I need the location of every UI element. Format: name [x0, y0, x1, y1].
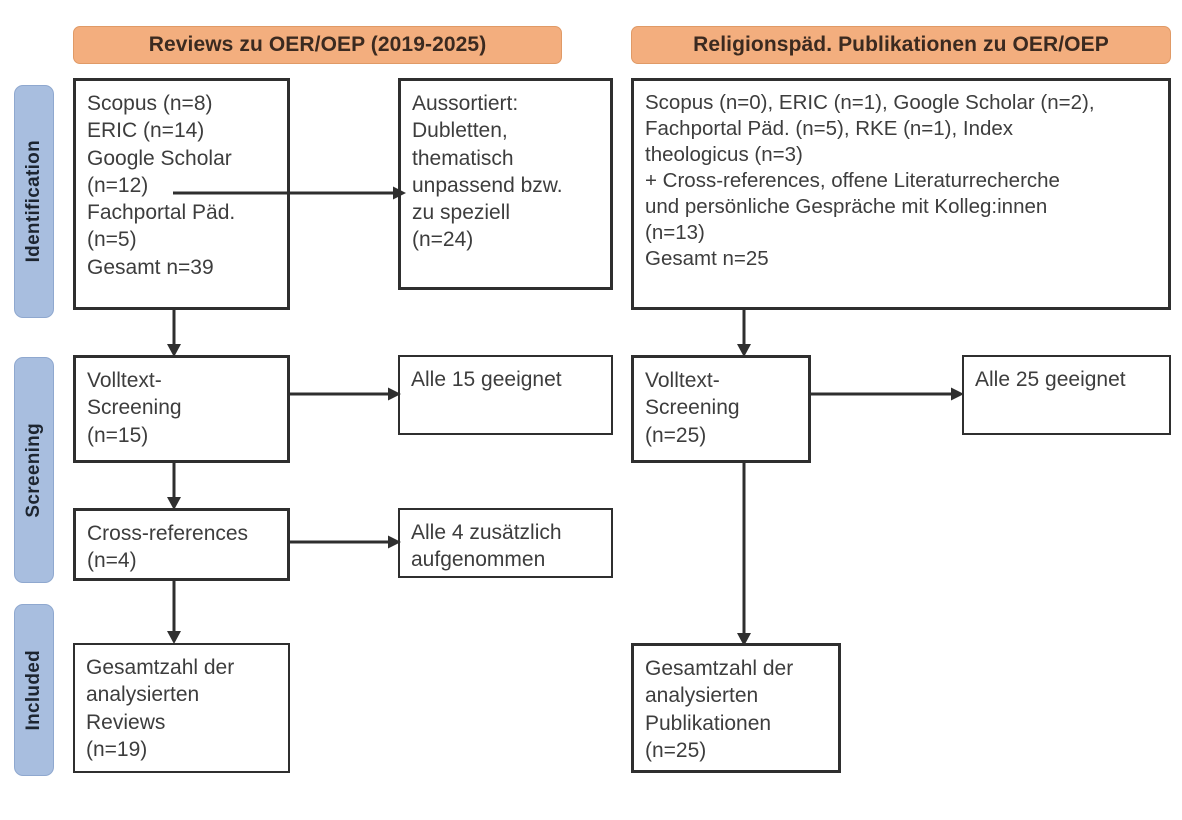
column-header-religionspaed-publikationen: Religionspäd. Publikationen zu OER/OEP — [631, 26, 1171, 64]
phase-label-screening: Screening — [14, 357, 54, 583]
box-left-included-total: Gesamtzahl der analysierten Reviews (n=1… — [73, 643, 290, 773]
box-left-eligible-outcome: Alle 15 geeignet — [398, 355, 613, 435]
arrow-right-screening-to-included — [733, 461, 755, 647]
box-left-cross-references: Cross-references (n=4) — [73, 508, 290, 581]
column-header-reviews: Reviews zu OER/OEP (2019-2025) — [73, 26, 562, 64]
phase-label-included: Included — [14, 604, 54, 776]
arrow-left-identification-to-screening — [163, 308, 185, 358]
phase-label-included-text: Included — [23, 649, 44, 731]
arrow-left-cross-references-to-included — [163, 579, 185, 645]
arrow-left-identification-to-excluded — [173, 186, 407, 200]
arrow-right-screening-to-eligible — [809, 387, 965, 401]
box-right-eligible-outcome: Alle 25 geeignet — [962, 355, 1171, 435]
box-right-fulltext-screening: Volltext- Screening (n=25) — [631, 355, 811, 463]
arrow-left-cross-references-to-outcome — [288, 535, 402, 549]
box-left-fulltext-screening: Volltext- Screening (n=15) — [73, 355, 290, 463]
phase-label-screening-text: Screening — [23, 422, 44, 518]
phase-label-identification-text: Identification — [23, 140, 44, 263]
phase-label-identification: Identification — [14, 85, 54, 318]
arrow-right-identification-to-screening — [733, 308, 755, 358]
arrow-left-screening-to-eligible — [288, 387, 402, 401]
box-right-identification-sources: Scopus (n=0), ERIC (n=1), Google Scholar… — [631, 78, 1171, 310]
box-right-included-total: Gesamtzahl der analysierten Publikatione… — [631, 643, 841, 773]
arrow-left-screening-to-cross-references — [163, 461, 185, 511]
box-left-excluded-records: Aussortiert: Dubletten, thematisch unpas… — [398, 78, 613, 290]
box-left-cross-references-outcome: Alle 4 zusätzlich aufgenommen — [398, 508, 613, 578]
